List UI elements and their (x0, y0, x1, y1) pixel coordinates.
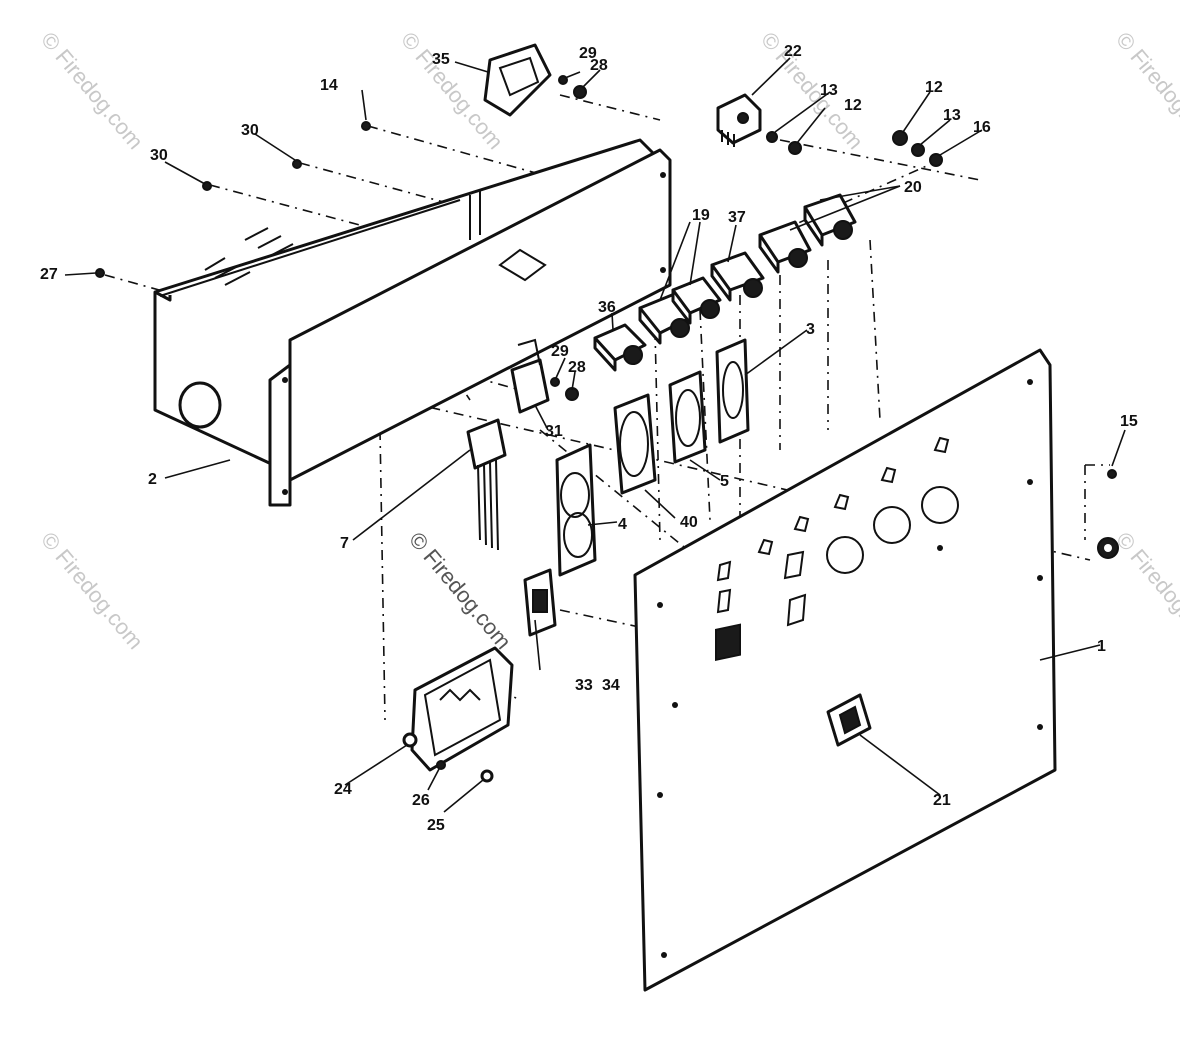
watermark: © Firedog.com (36, 527, 148, 654)
screw-30b (292, 159, 302, 169)
screw-27 (95, 268, 105, 278)
housing-box (153, 138, 672, 507)
watermark: © Firedog.com (36, 27, 148, 154)
callout-26: 26 (412, 792, 430, 809)
callout-2: 2 (148, 471, 157, 488)
callout-28: 28 (568, 359, 586, 376)
relay (510, 338, 550, 414)
rectifier (716, 93, 762, 147)
small-receptacle (523, 568, 557, 637)
watermark: © Firedog.com (404, 527, 516, 654)
callout-1: 1 (1097, 638, 1106, 655)
callout-16: 16 (973, 119, 991, 136)
cover-plate (402, 646, 514, 772)
washer-13b (911, 143, 925, 157)
front-panel (633, 348, 1057, 992)
callout-7: 7 (340, 535, 349, 552)
watermark: © Firedog.com (1111, 527, 1180, 654)
callout-12: 12 (844, 97, 862, 114)
callout-25: 25 (427, 817, 445, 834)
callout-5: 5 (720, 473, 729, 490)
callout-13: 13 (943, 107, 961, 124)
leader-lines (64, 57, 1126, 813)
washer-29b (550, 377, 560, 387)
callout-37: 37 (728, 209, 746, 226)
watermark: © Firedog.com (1111, 27, 1180, 154)
callout-19: 19 (692, 207, 710, 224)
nut-12b (892, 130, 908, 146)
callout-13: 13 (820, 82, 838, 99)
callout-29: 29 (551, 343, 569, 360)
callout-36: 36 (598, 299, 616, 316)
callout-labels: 1 2 3 4 5 7 12 12 13 13 14 15 16 19 20 2… (40, 43, 1138, 834)
callout-20: 20 (904, 179, 922, 196)
nut-28a (573, 85, 587, 99)
callout-14: 14 (320, 77, 338, 94)
wiring-harness (466, 418, 507, 551)
callout-40: 40 (680, 514, 698, 531)
washer-13a (766, 131, 778, 143)
callout-3: 3 (806, 321, 815, 338)
screw-14 (361, 121, 371, 131)
callout-24: 24 (334, 781, 352, 798)
breaker-modules (593, 193, 857, 372)
washer-26 (436, 760, 446, 770)
callout-34: 34 (602, 677, 620, 694)
nut-25 (480, 769, 494, 783)
callout-30: 30 (241, 122, 259, 139)
screw-15 (1107, 469, 1117, 479)
top-module (483, 43, 552, 117)
fasteners (95, 75, 1119, 783)
nut-12a (788, 141, 802, 155)
callout-29: 29 (579, 45, 597, 62)
callout-31: 31 (545, 423, 563, 440)
callout-27: 27 (40, 266, 58, 283)
callout-21: 21 (933, 792, 951, 809)
callout-30: 30 (150, 147, 168, 164)
receptacle-brackets (555, 338, 750, 577)
callout-35: 35 (432, 51, 450, 68)
callout-4: 4 (618, 516, 627, 533)
callout-33: 33 (575, 677, 593, 694)
callout-28: 28 (590, 57, 608, 74)
callout-12: 12 (925, 79, 943, 96)
nut-16 (929, 153, 943, 167)
rocker-switch (826, 693, 872, 747)
callout-15: 15 (1120, 413, 1138, 430)
callout-22: 22 (784, 43, 802, 60)
